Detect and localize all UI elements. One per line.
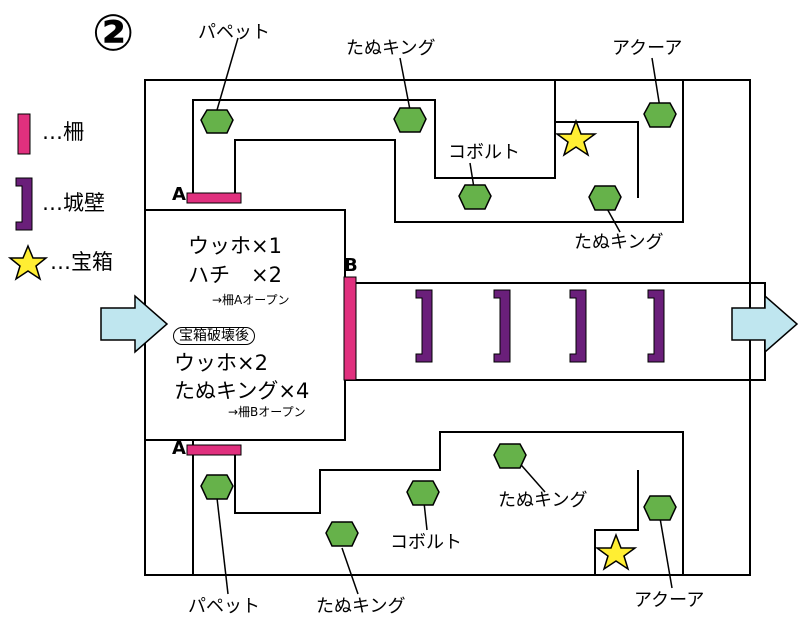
chest-destroyed-badge: 宝箱破壊後 xyxy=(173,327,255,345)
leader-top-puppet xyxy=(216,37,239,111)
gate-a-bottom-label: A xyxy=(172,438,186,459)
chest-alcove-bottom xyxy=(594,470,639,575)
enemy-label-bottom-kobold: コボルト xyxy=(390,532,462,553)
enemy-bottom-kobold-marker xyxy=(406,480,440,506)
leader-bottom-tanuki-2 xyxy=(341,547,359,595)
leader-top-aqua xyxy=(651,57,661,109)
enemy-label-bottom-tanuki-1: たぬキング xyxy=(498,490,588,511)
stage-number: ② xyxy=(92,4,135,62)
legend-chest-label: …宝箱 xyxy=(50,250,113,274)
gate-b-label: B xyxy=(344,255,358,276)
bottom-corridor-outline xyxy=(192,431,684,576)
enemy-label-bottom-tanuki-2: たぬキング xyxy=(316,596,406,617)
treasure-chest-top-icon xyxy=(554,118,598,157)
wave1-note: →柵Aオープン xyxy=(212,293,290,307)
castle-wall-3 xyxy=(569,289,587,363)
wave2-line-1: ウッホ×2 xyxy=(174,351,268,375)
legend-fence-label: …柵 xyxy=(42,120,84,144)
legend-wall-icon xyxy=(15,177,33,231)
enemy-bottom-tanuki-2-marker xyxy=(325,521,359,547)
entry-arrow xyxy=(100,294,169,354)
castle-wall-1 xyxy=(415,289,433,363)
chest-alcove-top xyxy=(554,121,639,198)
enemy-bottom-puppet-marker xyxy=(200,474,234,500)
enemy-top-puppet-marker xyxy=(200,109,234,134)
enemy-label-top-tanuki-2: たぬキング xyxy=(574,232,664,253)
leader-top-kobold xyxy=(469,162,475,189)
wave1-line-1: ウッホ×1 xyxy=(188,234,282,258)
legend-chest-icon xyxy=(7,244,49,281)
leader-top-tanuki-1 xyxy=(399,57,411,111)
enemy-label-bottom-puppet: パペット xyxy=(188,596,260,617)
wave2-note: →柵Bオープン xyxy=(228,405,306,419)
enemy-bottom-aqua-marker xyxy=(643,495,677,521)
leader-bottom-puppet xyxy=(216,497,229,595)
wave1-line-2: ハチ ×2 xyxy=(188,263,282,287)
castle-wall-2 xyxy=(493,289,511,363)
treasure-chest-bottom-icon xyxy=(594,532,638,571)
exit-arrow xyxy=(731,294,799,354)
fence-b xyxy=(343,276,357,381)
fence-a-bottom xyxy=(186,444,242,456)
enemy-top-aqua-marker xyxy=(643,102,677,128)
leader-bottom-aqua xyxy=(659,517,673,589)
enemy-top-kobold-marker xyxy=(458,184,492,210)
fence-a-top xyxy=(186,192,242,204)
legend-fence-icon xyxy=(17,113,31,155)
enemy-top-tanuki-2-marker xyxy=(588,185,622,211)
gate-a-top-label: A xyxy=(172,184,186,205)
enemy-bottom-tanuki-1-marker xyxy=(493,443,527,469)
enemy-label-bottom-aqua: アクーア xyxy=(634,590,705,611)
enemy-top-tanuki-1-marker xyxy=(393,107,427,133)
castle-wall-4 xyxy=(647,289,665,363)
legend-wall-label: …城壁 xyxy=(42,191,105,215)
enemy-label-top-tanuki-1: たぬキング xyxy=(346,38,436,59)
enemy-label-top-aqua: アクーア xyxy=(612,38,683,59)
wave2-line-2: たぬキング×4 xyxy=(174,379,310,403)
enemy-label-top-kobold: コボルト xyxy=(448,142,520,163)
enemy-label-top-puppet: パペット xyxy=(198,22,270,43)
